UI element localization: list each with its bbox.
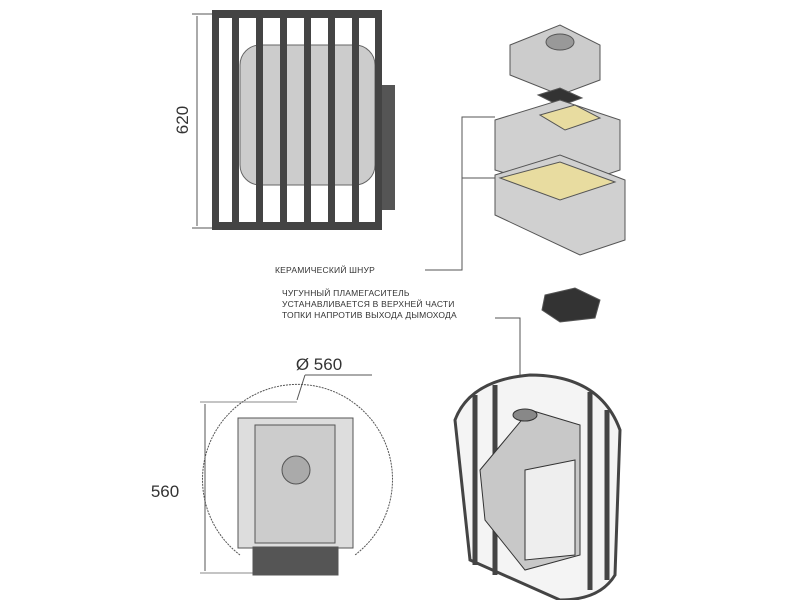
flame-arrester-line3: ТОПКИ НАПРОТИВ ВЫХОДА ДЫМОХОДА — [282, 310, 457, 320]
depth-dimension: 560 — [151, 482, 179, 501]
diameter-dimension: Ø 560 — [296, 355, 342, 374]
flame-arrester-leader — [495, 317, 521, 390]
ceramic-cord-label: КЕРАМИЧЕСКИЙ ШНУР — [275, 264, 375, 275]
side-view — [192, 10, 395, 230]
flame-arrester-line1: ЧУГУННЫЙ ПЛАМЕГАСИТЕЛЬ — [282, 287, 410, 298]
cutaway-view — [453, 373, 622, 600]
flame-arrester-line2: УСТАНАВЛИВАЕТСЯ В ВЕРХНЕЙ ЧАСТИ — [282, 298, 455, 309]
exploded-view — [494, 24, 626, 323]
height-dimension: 620 — [173, 106, 192, 134]
ceramic-cord-leader — [425, 116, 495, 271]
front-view — [200, 374, 393, 576]
